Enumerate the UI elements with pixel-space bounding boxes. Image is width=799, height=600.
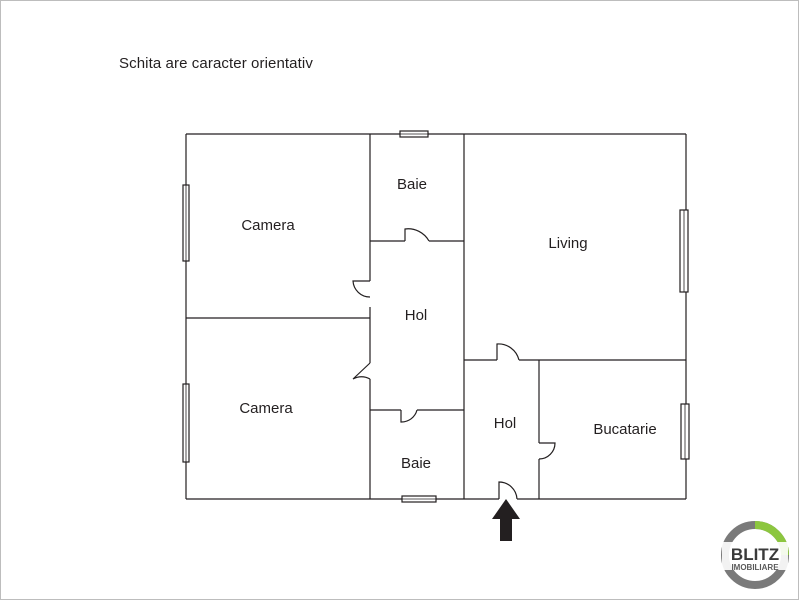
room-label-living: Living: [548, 235, 587, 252]
door-bucatarie: [538, 442, 556, 460]
room-label-camera-bottom: Camera: [239, 400, 293, 417]
room-label-bucatarie: Bucatarie: [593, 421, 656, 438]
room-label-camera-top: Camera: [241, 217, 295, 234]
door-camera-top: [352, 280, 371, 298]
blitz-logo: BLITZ IMOBILIARE: [721, 521, 789, 589]
door-baie-bottom: [400, 409, 418, 423]
door-baie-top: [404, 228, 430, 242]
room-label-baie-top: Baie: [397, 176, 427, 193]
room-label-baie-bottom: Baie: [401, 455, 431, 472]
entrance-arrow-icon: [492, 499, 520, 541]
room-label-hol-entry: Hol: [494, 415, 517, 432]
door-living: [496, 343, 520, 361]
door-camera-bottom: [352, 362, 371, 380]
door-entrance: [498, 481, 518, 500]
disclaimer-note: Schita are caracter orientativ: [119, 55, 313, 72]
logo-text-imobiliare: IMOBILIARE: [731, 563, 779, 572]
room-label-hol-center: Hol: [405, 307, 428, 324]
logo-text-blitz: BLITZ: [731, 545, 779, 564]
